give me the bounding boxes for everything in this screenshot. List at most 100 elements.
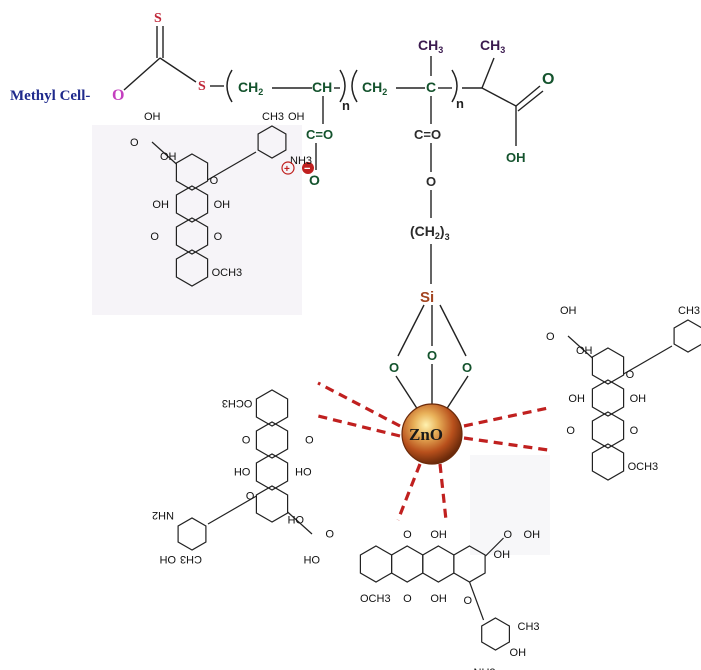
amine-label: NH2 (474, 667, 496, 670)
ketone-oxygen: O (566, 425, 575, 437)
propyl-linker: (CH2)3 (410, 223, 450, 242)
sugar-methyl-label: CH3 (518, 621, 540, 633)
polymer-backbone: Methyl Cell- O S S CH2 CH n CH2 C n CH3 (10, 11, 554, 411)
ring (481, 617, 510, 651)
ring (255, 421, 289, 459)
methoxy-label: OCH3 (628, 461, 659, 473)
ketone-oxygen: O (630, 425, 639, 437)
hydroxyl-label: OH (152, 199, 169, 211)
interaction-dashes (317, 381, 549, 521)
acid-carbonyl-oxygen: O (542, 71, 554, 88)
ring (255, 485, 289, 523)
thiocarbonyl-sulfur: S (154, 11, 162, 26)
carboxylate-oxygen: O (309, 172, 320, 188)
ring (591, 379, 625, 417)
zno-sphere (401, 403, 463, 465)
repeat-bracket-close (339, 69, 346, 103)
ring (255, 389, 289, 427)
methoxy-label: OCH3 (212, 267, 243, 279)
ring (175, 217, 209, 255)
side-chain-oxygen: O (504, 529, 513, 541)
ring (390, 545, 424, 583)
negative-charge-sign: − (304, 163, 310, 175)
glycosidic-oxygen: O (464, 595, 473, 607)
siloxane-oxygen-1: O (389, 360, 399, 375)
hydroxyl-label: OH (430, 593, 447, 605)
hydroxyl-label: OH (287, 513, 304, 525)
quaternary-carbon: C (426, 79, 436, 95)
ring (175, 249, 209, 287)
hydroxyl-label: OH (214, 199, 231, 211)
repeat-bracket-close (451, 69, 458, 103)
negative-charge-icon (302, 162, 314, 174)
ketone-oxygen: O (241, 433, 250, 445)
hydroxyl-label: OH (160, 151, 177, 163)
ring (359, 545, 393, 583)
zno-nanoparticle: ZnO (401, 403, 463, 465)
ester-carbonyl: C=O (414, 127, 441, 142)
acid-hydroxyl: OH (506, 150, 526, 165)
doxorubicin-molecule-bottom: OOOHOHOCH3OHOOHOCH3OHNH2 (359, 529, 540, 670)
repeat-bracket-open (351, 69, 358, 103)
glycosidic-oxygen: O (245, 489, 254, 501)
methyl-cell-label: Methyl Cell- (10, 88, 90, 104)
ketone-oxygen: O (214, 231, 223, 243)
ring (453, 545, 486, 583)
positive-charge: + (281, 161, 295, 175)
ch2-unit-1: CH2 (238, 79, 263, 97)
background-panel (470, 455, 550, 555)
ammonium-label: NH3 (290, 155, 312, 167)
methoxy-label: OCH3 (222, 397, 253, 409)
sugar-methyl-label: CH3 (678, 305, 700, 317)
zno-label: ZnO (409, 425, 443, 444)
hydroxyl-label: OH (576, 345, 593, 357)
siloxane-oxygen-3: O (462, 360, 472, 375)
ketone-oxygen: O (305, 433, 314, 445)
sugar-hydroxyl-label: OH (288, 111, 305, 123)
ring (591, 411, 625, 449)
side-chain-oxygen: O (546, 331, 555, 343)
silicon-atom: Si (420, 289, 434, 306)
repeat-n-1: n (342, 98, 350, 113)
thioester-sulfur: S (198, 79, 206, 94)
ring (422, 545, 455, 583)
side-chain-hydroxyl: OH (144, 111, 161, 123)
sugar-hydroxyl-label: OH (510, 647, 527, 659)
repeat-n-2: n (456, 96, 464, 111)
ring (673, 319, 701, 353)
methyl-group-1: CH3 (418, 37, 443, 55)
ring (255, 453, 289, 491)
ketone-oxygen: O (403, 529, 412, 541)
side-chain-oxygen: O (130, 137, 139, 149)
ring (591, 347, 625, 385)
methoxy-label: OCH3 (360, 593, 391, 605)
sugar-methyl-label: CH3 (262, 111, 284, 123)
sugar-methyl-label: CH3 (180, 553, 202, 565)
glycosidic-oxygen: O (626, 369, 635, 381)
hydroxyl-label: OH (630, 393, 647, 405)
ring (177, 517, 207, 551)
repeat-bracket-open (226, 69, 233, 103)
ring (175, 153, 209, 191)
hydroxyl-label: OH (295, 465, 312, 477)
ketone-oxygen: O (403, 593, 412, 605)
positive-charge-icon (281, 161, 295, 175)
hydroxyl-label: OH (430, 529, 447, 541)
methyl-group-2: CH3 (480, 37, 505, 55)
side-chain-oxygen: O (325, 527, 334, 539)
carboxylate-carbonyl: C=O (306, 127, 333, 142)
hydroxyl-label: OH (494, 549, 511, 561)
side-chain-hydroxyl: OH (303, 553, 320, 565)
ch-unit-1: CH (312, 79, 332, 95)
ring (591, 443, 625, 481)
ester-oxygen: O (426, 174, 436, 189)
siloxane-oxygen-2: O (427, 348, 437, 363)
background-panel (92, 125, 302, 315)
methyl-cell-oxygen: O (112, 87, 124, 104)
ring (175, 185, 209, 223)
ketone-oxygen: O (150, 231, 159, 243)
